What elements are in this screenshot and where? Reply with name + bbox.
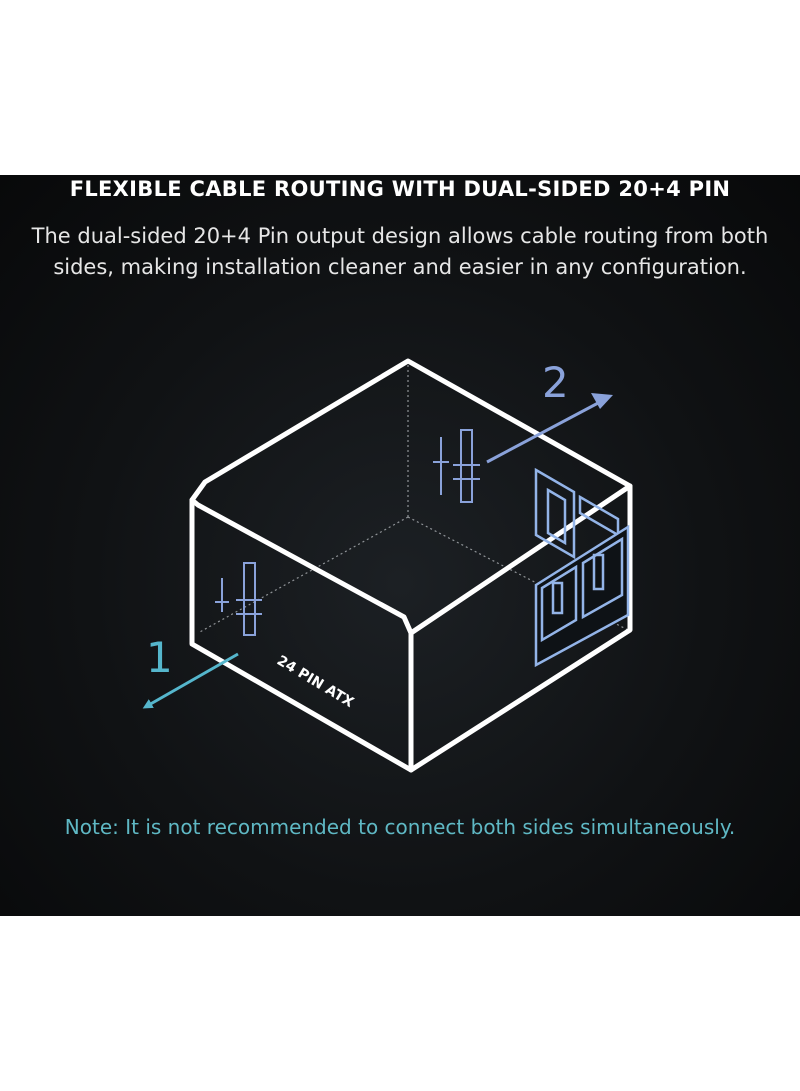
psu-routing-diagram: 1 2 24 PIN ATX bbox=[142, 358, 633, 773]
feature-panel: FLEXIBLE CABLE ROUTING WITH DUAL-SIDED 2… bbox=[0, 175, 800, 916]
warning-note: Note: It is not recommended to connect b… bbox=[64, 815, 736, 839]
marker-2: 2 bbox=[542, 358, 569, 407]
arrow-side-2 bbox=[486, 400, 601, 464]
connector-label: 24 PIN ATX bbox=[274, 653, 357, 711]
arrow-head-2 bbox=[591, 393, 613, 409]
connector-glyph-front bbox=[215, 562, 262, 636]
connector-glyph-top bbox=[433, 429, 480, 503]
feature-description: The dual-sided 20+4 Pin output design al… bbox=[31, 224, 769, 279]
power-socket-front bbox=[534, 524, 630, 668]
marker-1: 1 bbox=[146, 633, 173, 682]
psu-box bbox=[189, 358, 633, 773]
page-title: FLEXIBLE CABLE ROUTING WITH DUAL-SIDED 2… bbox=[69, 177, 731, 201]
arrow-side-1 bbox=[142, 652, 239, 709]
